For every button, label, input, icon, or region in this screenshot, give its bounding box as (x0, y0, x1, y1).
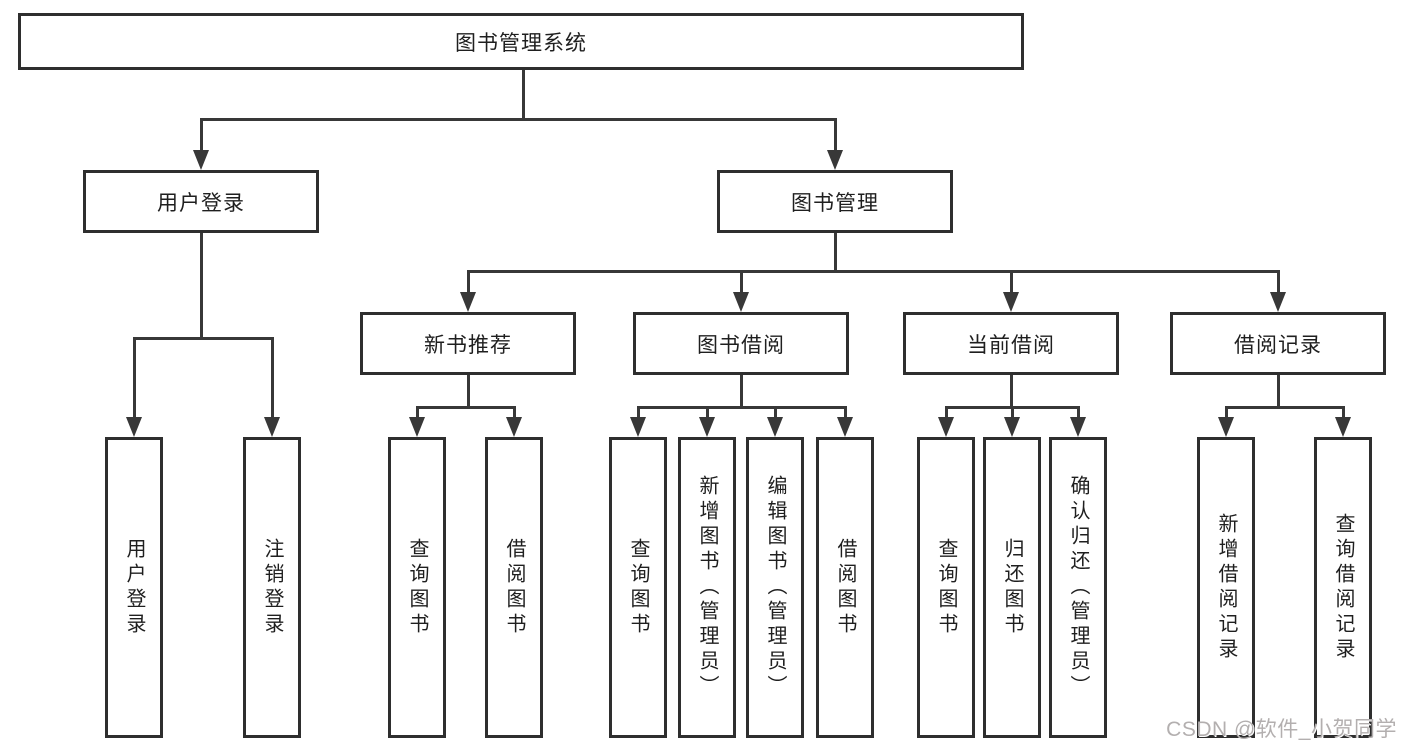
connector-current-borrow-stem (1010, 375, 1013, 408)
connector-drop-return-book (1011, 406, 1014, 419)
connector-book-borrow-stem (740, 375, 743, 408)
node-borrow-book-1-label: 借阅图书 (503, 537, 525, 638)
arrow-logout-leaf (264, 417, 280, 437)
connector-drop-borrow-book-1 (513, 406, 516, 419)
connector-level2-rail (200, 118, 837, 121)
node-book-management-label: 图书管理 (791, 191, 879, 215)
arrow-query-books-2 (630, 417, 646, 437)
node-borrow-book-1: 借阅图书 (485, 437, 543, 738)
node-root: 图书管理系统 (18, 13, 1024, 70)
node-user-login-leaf-label: 用户登录 (123, 537, 145, 638)
connector-drop-add-record (1225, 406, 1228, 419)
node-logout-leaf-label: 注销登录 (261, 537, 283, 638)
node-confirm-return-admin-label: 确认归还（管理员） (1067, 475, 1089, 700)
connector-drop-edit-book (774, 406, 777, 419)
node-query-borrow-record: 查询借阅记录 (1314, 437, 1372, 738)
node-borrow-book-2: 借阅图书 (816, 437, 874, 738)
arrow-current-borrow (1003, 292, 1019, 312)
arrow-book-management (827, 150, 843, 170)
node-book-management: 图书管理 (717, 170, 953, 233)
connector-root-trunk (522, 70, 525, 118)
node-query-books-2: 查询图书 (609, 437, 667, 738)
connector-drop-book-borrow (740, 270, 743, 294)
node-query-borrow-record-label: 查询借阅记录 (1332, 512, 1354, 663)
arrow-query-books-1 (409, 417, 425, 437)
node-add-borrow-record-label: 新增借阅记录 (1215, 512, 1237, 663)
node-return-book: 归还图书 (983, 437, 1041, 738)
node-return-book-label: 归还图书 (1001, 537, 1023, 638)
arrow-return-book (1004, 417, 1020, 437)
node-borrow-records: 借阅记录 (1170, 312, 1386, 375)
csdn-watermark: CSDN @软件_小贺同学 (1166, 718, 1397, 741)
node-edit-book-admin-label: 编辑图书（管理员） (764, 475, 786, 700)
node-logout-leaf: 注销登录 (243, 437, 301, 738)
connector-drop-new-book (467, 270, 470, 294)
connector-user-login-stem (200, 233, 203, 337)
connector-user-login-rail (133, 337, 274, 340)
connector-drop-borrow-records (1277, 270, 1280, 294)
node-new-book-recommend-label: 新书推荐 (424, 333, 512, 357)
connector-book-management-stem (834, 233, 837, 272)
node-current-borrow: 当前借阅 (903, 312, 1119, 375)
connector-drop-borrow-book-2 (844, 406, 847, 419)
arrow-new-book (460, 292, 476, 312)
arrow-borrow-book-2 (837, 417, 853, 437)
node-query-books-1: 查询图书 (388, 437, 446, 738)
arrow-user-login (193, 150, 209, 170)
node-query-books-2-label: 查询图书 (627, 537, 649, 638)
node-borrow-book-2-label: 借阅图书 (834, 537, 856, 638)
connector-drop-confirm-return (1077, 406, 1080, 419)
node-borrow-records-label: 借阅记录 (1234, 333, 1322, 357)
node-user-login-leaf: 用户登录 (105, 437, 163, 738)
node-query-books-3-label: 查询图书 (935, 537, 957, 638)
connector-book-borrow-rail (637, 406, 847, 409)
arrow-borrow-records (1270, 292, 1286, 312)
connector-borrow-records-rail (1225, 406, 1345, 409)
connector-drop-query-books-2 (637, 406, 640, 419)
connector-drop-book-management (834, 118, 837, 152)
connector-new-book-rail (416, 406, 516, 409)
node-user-login-label: 用户登录 (157, 191, 245, 215)
node-root-label: 图书管理系统 (455, 31, 587, 55)
node-add-borrow-record: 新增借阅记录 (1197, 437, 1255, 738)
node-user-login: 用户登录 (83, 170, 319, 233)
arrow-book-borrow (733, 292, 749, 312)
arrow-query-record (1335, 417, 1351, 437)
arrow-add-record (1218, 417, 1234, 437)
arrow-borrow-book-1 (506, 417, 522, 437)
node-query-books-3: 查询图书 (917, 437, 975, 738)
connector-drop-add-book (706, 406, 709, 419)
node-book-borrow-label: 图书借阅 (697, 333, 785, 357)
arrow-confirm-return (1070, 417, 1086, 437)
connector-drop-query-books-3 (945, 406, 948, 419)
connector-drop-logout-leaf (271, 337, 274, 419)
node-add-book-admin: 新增图书（管理员） (678, 437, 736, 738)
node-new-book-recommend: 新书推荐 (360, 312, 576, 375)
node-edit-book-admin: 编辑图书（管理员） (746, 437, 804, 738)
connector-drop-query-record (1342, 406, 1345, 419)
connector-drop-query-books-1 (416, 406, 419, 419)
node-book-borrow: 图书借阅 (633, 312, 849, 375)
connector-drop-login-leaf (133, 337, 136, 419)
node-current-borrow-label: 当前借阅 (967, 333, 1055, 357)
arrow-query-books-3 (938, 417, 954, 437)
arrow-edit-book (767, 417, 783, 437)
connector-borrow-records-stem (1277, 375, 1280, 408)
node-add-book-admin-label: 新增图书（管理员） (696, 475, 718, 700)
node-confirm-return-admin: 确认归还（管理员） (1049, 437, 1107, 738)
node-query-books-1-label: 查询图书 (406, 537, 428, 638)
arrow-login-leaf (126, 417, 142, 437)
connector-new-book-stem (467, 375, 470, 408)
connector-drop-user-login (200, 118, 203, 152)
connector-level3-rail (467, 270, 1280, 273)
connector-drop-current-borrow (1010, 270, 1013, 294)
arrow-add-book (699, 417, 715, 437)
